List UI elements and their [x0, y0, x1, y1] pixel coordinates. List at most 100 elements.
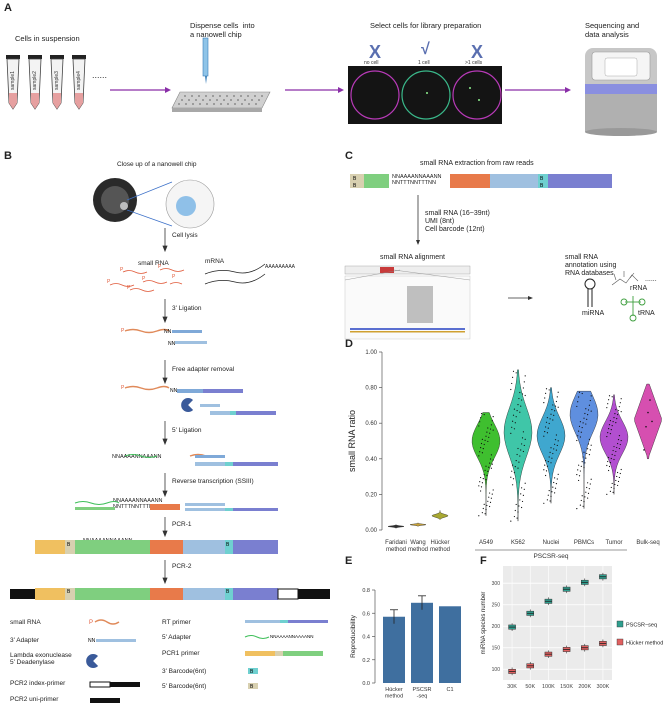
panel-a-graphics: sample1 sample2 sample3 sample4 ......: [6, 37, 657, 136]
legend-swatch: [616, 638, 624, 646]
violin-point: [511, 484, 514, 486]
y-tick-label: 0.60: [365, 421, 377, 427]
step-dispense: Dispense cells into a nanowell chip: [190, 21, 255, 39]
violin-point: [609, 461, 612, 464]
violin-point: [548, 422, 550, 425]
well-label-1-cell: 1 cell: [418, 60, 430, 66]
violin-point: [488, 436, 490, 438]
violin-point: [478, 515, 480, 517]
violin-point: [553, 448, 555, 450]
x-tick-label: 200K: [578, 684, 591, 690]
x-tick-label: A549: [479, 540, 494, 546]
x-tick-label: 300K: [596, 684, 609, 690]
violin-point: [614, 454, 616, 457]
violin-point: [583, 500, 585, 503]
violin-point: [549, 418, 551, 420]
violin-point: [576, 473, 578, 476]
violin-point: [548, 456, 550, 458]
violin-point: [480, 490, 482, 492]
step-cells-suspension: Cells in suspension: [15, 34, 80, 43]
violin-point: [581, 461, 583, 463]
violin-point: [615, 479, 617, 482]
violin-point: [590, 410, 592, 412]
violin-point: [615, 422, 617, 424]
violin-point: [619, 472, 621, 475]
violin-point: [490, 467, 492, 469]
y-tick-label: 0.2: [362, 658, 370, 664]
legend-pcr2-index: PCR2 index-primer: [10, 680, 66, 687]
svg-text:P: P: [142, 276, 146, 282]
violin-point: [580, 431, 582, 433]
violin-point: [606, 407, 608, 409]
violin-point: [487, 427, 489, 429]
violin-point: [551, 457, 553, 459]
violin-point: [611, 453, 613, 456]
panel-letter-e: E: [345, 555, 353, 567]
pcr1-label: PCR-1: [172, 521, 192, 528]
tube-label-4: sample4: [76, 71, 82, 90]
violin-point: [521, 399, 523, 401]
violin-point: [611, 396, 613, 398]
violin-point: [587, 492, 590, 494]
y-tick-label: 0.40: [365, 457, 377, 463]
violin-point: [555, 400, 558, 403]
violin-point: [606, 435, 608, 438]
svg-text:AAAAAAAAA: AAAAAAAAA: [265, 264, 296, 270]
violin-point: [619, 443, 621, 446]
seq-rt: NNAAAANNAAANN NNTTTNNTTTNN: [113, 498, 163, 511]
svg-text:B: B: [540, 176, 544, 182]
bulk-point: [647, 411, 649, 414]
violin-point: [616, 418, 618, 420]
x-tick-label: PSCSR-seq: [413, 687, 432, 700]
violin-point: [620, 468, 622, 471]
violin-point: [522, 494, 525, 496]
violin-point: [517, 467, 519, 469]
violin-point: [518, 461, 520, 463]
violin-point: [555, 449, 558, 451]
alignment-viewer: [344, 265, 471, 340]
violin-point: [487, 500, 489, 502]
violin-point: [554, 410, 556, 412]
violin-point: [585, 491, 587, 493]
svg-text:P: P: [107, 279, 111, 285]
violin-point: [590, 478, 592, 480]
violin-point: [578, 430, 580, 432]
violin-point: [550, 447, 552, 449]
violin-point: [481, 482, 483, 484]
violin-point: [489, 492, 491, 494]
pcr2-label: PCR-2: [172, 563, 192, 570]
violin-point: [554, 492, 556, 494]
violin-point: [490, 454, 492, 456]
violin-point: [556, 396, 558, 398]
violin-point: [547, 494, 549, 496]
x-tick-label: 150K: [560, 684, 573, 690]
legend-adapter5: 5' Adapter: [162, 634, 192, 641]
violin-point: [615, 409, 617, 411]
y-tick-label: 200: [492, 624, 501, 630]
violin-point: [518, 397, 520, 400]
violin-point: [487, 470, 489, 472]
violin-point: [480, 476, 482, 479]
violin-point: [491, 420, 493, 422]
violin-point: [510, 388, 512, 391]
svg-text:NN: NN: [164, 329, 172, 335]
violin-point: [554, 443, 556, 445]
violin-point: [510, 432, 512, 434]
legend-adapter3: 3' Adapter: [10, 637, 40, 644]
violin-point: [551, 491, 553, 493]
tube-label-3: sample3: [54, 71, 60, 90]
violin-point: [554, 405, 557, 407]
violin-point: [516, 410, 518, 412]
seq-ligation5: NNAAAANNAAANN: [112, 454, 162, 460]
plot-background: [503, 566, 612, 680]
violin-point: [482, 507, 484, 510]
violin-point: [486, 504, 488, 507]
violin-point: [478, 455, 480, 457]
violin-point: [483, 413, 485, 416]
box-0: [599, 574, 607, 580]
violin-point: [521, 487, 523, 489]
box-1: [508, 668, 516, 674]
violin-point: [545, 388, 548, 390]
violin-point: [491, 493, 493, 495]
